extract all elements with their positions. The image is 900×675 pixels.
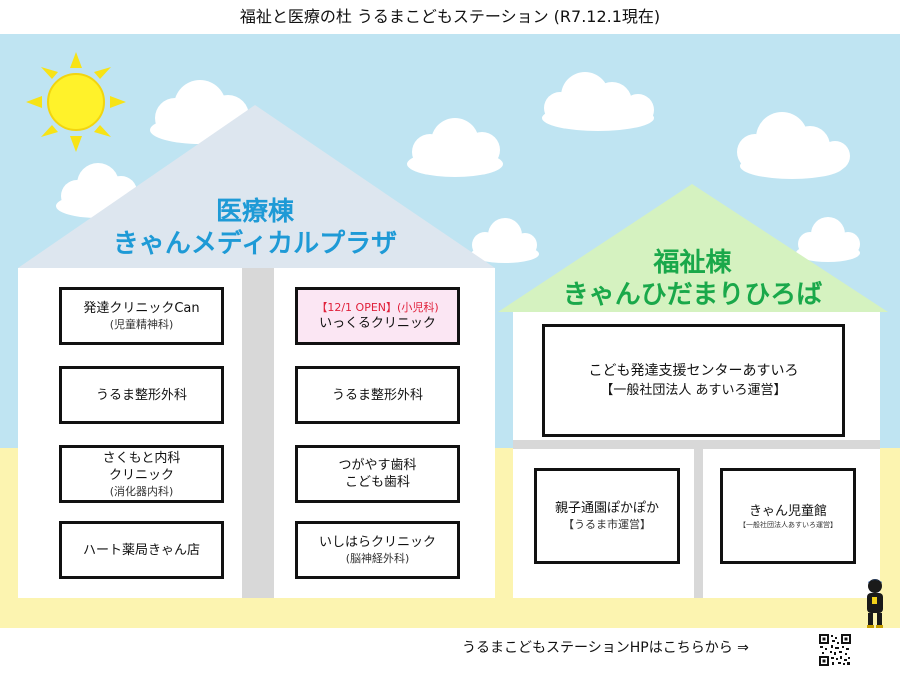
- tenant-operator: 【一般社団法人あすいろ運営】: [739, 520, 837, 529]
- tenant-name: いっくるクリニック: [319, 316, 436, 331]
- cloud-icon: [796, 217, 860, 262]
- tenant-uruma-orthopedics-left[interactable]: うるま整形外科: [59, 366, 224, 424]
- tenant-name: こども発達支援センターあすいろ: [588, 362, 799, 379]
- tenant-name: 発達クリニックCan: [83, 301, 200, 316]
- tenant-ikkuru-clinic[interactable]: 【12/1 OPEN】(小児科) いっくるクリニック: [295, 287, 460, 345]
- welfare-building-title: 福祉棟 きゃんひだまりひろば: [530, 247, 855, 311]
- tenant-specialty: (脳神経外科): [345, 552, 410, 565]
- homepage-link[interactable]: うるまこどもステーションHPはこちらから ⇒: [462, 640, 749, 656]
- tenant-name: さくもと内科 クリニック: [102, 450, 181, 483]
- cloud-icon: [542, 72, 654, 131]
- qr-code-icon[interactable]: [818, 633, 852, 667]
- welfare-floor-divider: [513, 440, 880, 449]
- welfare-room-divider: [694, 449, 703, 598]
- tenant-hattatsu-clinic-can[interactable]: 発達クリニックCan (児童精神科): [59, 287, 224, 345]
- tenant-sakumoto-clinic[interactable]: さくもと内科 クリニック (消化器内科): [59, 445, 224, 503]
- medical-title-line1: 医療棟: [215, 197, 294, 227]
- sun-icon: [26, 52, 126, 152]
- welfare-title-line2: きゃんひだまりひろば: [562, 280, 823, 310]
- medical-roof: [18, 105, 495, 268]
- tenant-name: うるま整形外科: [331, 387, 423, 403]
- welfare-title-line1: 福祉棟: [653, 248, 732, 278]
- tenant-ishihara-clinic[interactable]: いしはらクリニック (脳神経外科): [295, 521, 460, 579]
- tenant-name: ハート薬局きゃん店: [82, 542, 200, 558]
- welfare-roof: [498, 184, 888, 312]
- tenant-specialty: (児童精神科): [109, 318, 174, 331]
- open-badge: 【12/1 OPEN】(小児科): [316, 301, 439, 314]
- footer-band: [0, 628, 900, 675]
- tenant-name: 親子通園ぽかぽか: [554, 501, 659, 516]
- tenant-kyan-jidokan[interactable]: きゃん児童館 【一般社団法人あすいろ運営】: [720, 468, 856, 564]
- tenant-name: うるま整形外科: [95, 387, 187, 403]
- medical-divider: [242, 268, 274, 598]
- tenant-specialty: (消化器内科): [109, 484, 174, 498]
- page-title: 福祉と医療の杜 うるまこどもステーション (R7.12.1現在): [0, 0, 900, 34]
- tenant-name: いしはらクリニック: [318, 535, 436, 550]
- cloud-icon: [407, 118, 503, 177]
- tenant-name: つがやす歯科 こども歯科: [338, 458, 417, 490]
- tenant-tsugayasu-dental[interactable]: つがやす歯科 こども歯科: [295, 445, 460, 503]
- cloud-icon: [471, 218, 539, 263]
- child-mascot-icon: [867, 579, 883, 628]
- tenant-name: きゃん児童館: [748, 503, 827, 519]
- tenant-heart-pharmacy[interactable]: ハート薬局きゃん店: [59, 521, 224, 579]
- cloud-icon: [737, 112, 850, 179]
- tenant-operator: 【うるま市運営】: [563, 518, 651, 531]
- tenant-uruma-orthopedics-right[interactable]: うるま整形外科: [295, 366, 460, 424]
- tenant-asuiro-center[interactable]: こども発達支援センターあすいろ 【一般社団法人 あすいろ運営】: [542, 324, 845, 437]
- medical-title-line2: きゃんメディカルプラザ: [112, 229, 398, 259]
- medical-building-title: 医療棟 きゃんメディカルプラザ: [60, 196, 450, 260]
- tenant-operator: 【一般社団法人 あすいろ運営】: [600, 382, 787, 398]
- tenant-oyako-pokapoka[interactable]: 親子通園ぽかぽか 【うるま市運営】: [534, 468, 680, 564]
